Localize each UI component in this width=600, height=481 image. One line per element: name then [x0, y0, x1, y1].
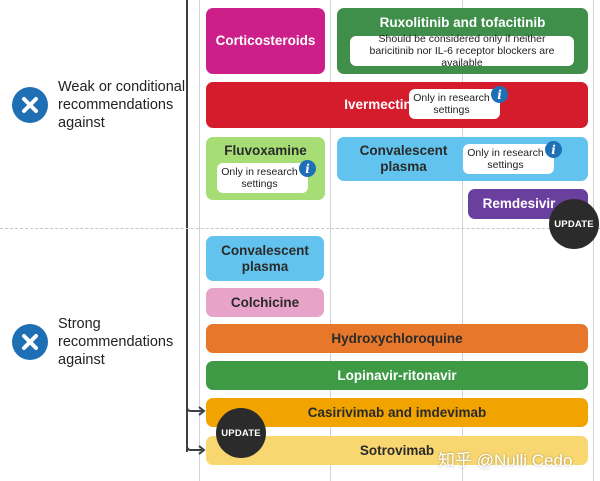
drug-label: Remdesivir: [482, 196, 556, 211]
info-icon[interactable]: i: [545, 141, 562, 158]
drug-label: Sotrovimab: [359, 442, 435, 458]
strong-recommendation-text: Strong recommendations against: [58, 316, 174, 368]
info-icon[interactable]: i: [491, 86, 508, 103]
weak-recommendation-label: Weak or conditional recommendations agai…: [12, 78, 187, 132]
drug-label: Lopinavir-ritonavir: [337, 367, 457, 383]
drug-ivermectin: Ivermectin: [206, 82, 588, 128]
drug-label: Corticosteroids: [215, 33, 316, 48]
convalescent-weak-note: Only in research settings: [463, 144, 554, 174]
update-badge: UPDATE: [549, 199, 599, 249]
grid-line: [330, 0, 331, 481]
drug-label: Hydroxychloroquine: [331, 330, 463, 346]
drug-label: Colchicine: [230, 294, 300, 310]
section-divider: [0, 228, 600, 229]
drug-label: Convalescent plasma: [359, 143, 448, 174]
drug-label: Convalescent plasma: [221, 242, 309, 274]
drug-label: Casirivimab and imdevimab: [307, 404, 487, 420]
x-circle-icon: [12, 324, 48, 360]
grid-line: [199, 0, 200, 481]
fluvoxamine-note: Only in research settings: [217, 163, 308, 193]
bracket-line: [186, 0, 188, 452]
drug-colchicine: Colchicine: [206, 288, 324, 317]
arrow-to-sotrovimab: [186, 432, 206, 455]
drug-corticosteroids: Corticosteroids: [206, 8, 325, 74]
ruxolitinib-note: Should be considered only if neither bar…: [350, 33, 574, 69]
drug-sotrovimab: Sotrovimab: [206, 436, 588, 465]
drug-convalescent-plasma-strong: Convalescent plasma: [206, 236, 324, 281]
drug-label: Fluvoxamine: [224, 143, 307, 158]
arrow-to-casirivimab: [186, 395, 206, 416]
grid-line: [462, 0, 463, 481]
info-icon[interactable]: i: [299, 160, 316, 177]
weak-recommendation-text: Weak or conditional recommendations agai…: [58, 79, 186, 131]
drug-label: Ruxolitinib and tofacitinib: [379, 15, 546, 30]
ivermectin-note: Only in research settings: [409, 89, 500, 119]
grid-line: [593, 0, 594, 481]
drug-lopinavir-ritonavir: Lopinavir-ritonavir: [206, 361, 588, 390]
drug-hydroxychloroquine: Hydroxychloroquine: [206, 324, 588, 353]
drug-label: Ivermectin: [344, 97, 412, 112]
x-circle-icon: [12, 87, 48, 123]
drug-casirivimab-imdevimab: Casirivimab and imdevimab: [206, 398, 588, 427]
watermark: 知乎 @Nulli Cedo: [438, 451, 573, 470]
strong-recommendation-label: Strong recommendations against: [12, 315, 187, 369]
update-badge: UPDATE: [216, 408, 266, 458]
